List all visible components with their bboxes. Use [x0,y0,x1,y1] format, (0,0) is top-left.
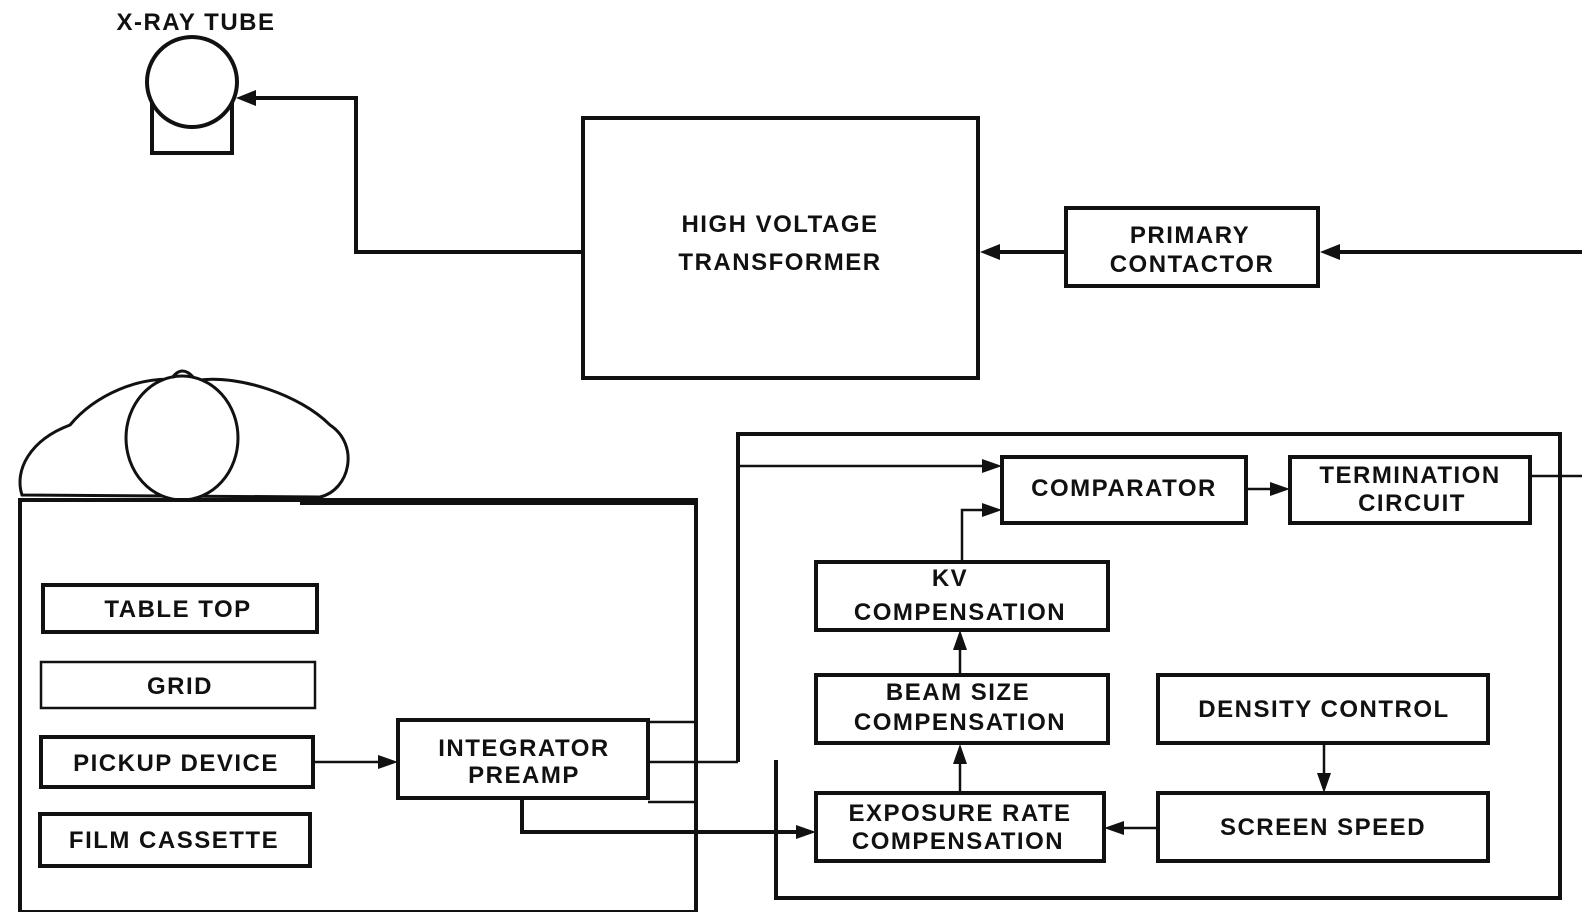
kv-to-comparator-wire [962,510,984,562]
hv-transformer-line-2: TRANSFORMER [678,249,881,276]
beam-size-line-2: COMPENSATION [854,709,1066,736]
primary-contactor-line-1: PRIMARY [1130,222,1250,249]
termination-circuit-line-2: CIRCUIT [1358,490,1466,517]
integrator-preamp-line-1: INTEGRATOR [438,735,609,762]
pickup-device-label: PICKUP DEVICE [73,750,279,777]
patient-figure [20,371,348,500]
beam-size-line-1: BEAM SIZE [886,679,1030,706]
exposure-rate-line-2: COMPENSATION [852,828,1064,855]
transformer-to-tube-wire [252,98,583,252]
arrowhead-into-integrator [378,755,398,769]
primary-contactor-line-2: CONTACTOR [1110,251,1275,278]
table-top-label: TABLE TOP [104,596,251,623]
arrowhead-into-contactor [1320,244,1340,260]
grid-label: GRID [147,673,213,700]
arrowhead-into-comparator-top [982,459,1002,473]
kv-compensation-line-2: COMPENSATION [854,599,1066,626]
termination-circuit-line-1: TERMINATION [1319,462,1500,489]
arrowhead-into-beam [953,744,967,764]
xray-tube [147,37,237,153]
arrowhead-into-tube [236,90,256,106]
screen-speed-label: SCREEN SPEED [1220,814,1426,841]
density-control-label: DENSITY CONTROL [1198,696,1449,723]
exposure-rate-line-1: EXPOSURE RATE [848,800,1071,827]
integrator-preamp-line-2: PREAMP [468,762,580,789]
comparator-label: COMPARATOR [1031,475,1217,502]
high-voltage-transformer-box [583,118,978,378]
arrowhead-into-kv [953,630,967,650]
arrowhead-into-exposure [796,825,816,839]
arrowhead-into-exposure-right [1104,821,1124,835]
film-cassette-label: FILM CASSETTE [69,827,279,854]
xray-tube-label: X-RAY TUBE [116,9,275,36]
hv-transformer-line-1: HIGH VOLTAGE [681,211,878,238]
arrowhead-into-transformer [980,244,1000,260]
arrowhead-into-screen-speed [1317,773,1331,793]
arrowhead-into-comparator-bottom [982,503,1002,517]
kv-compensation-line-1: KV [932,565,968,592]
xray-tube-circle [147,37,237,127]
patient-head [126,376,238,500]
arrowhead-into-termination [1270,482,1290,496]
